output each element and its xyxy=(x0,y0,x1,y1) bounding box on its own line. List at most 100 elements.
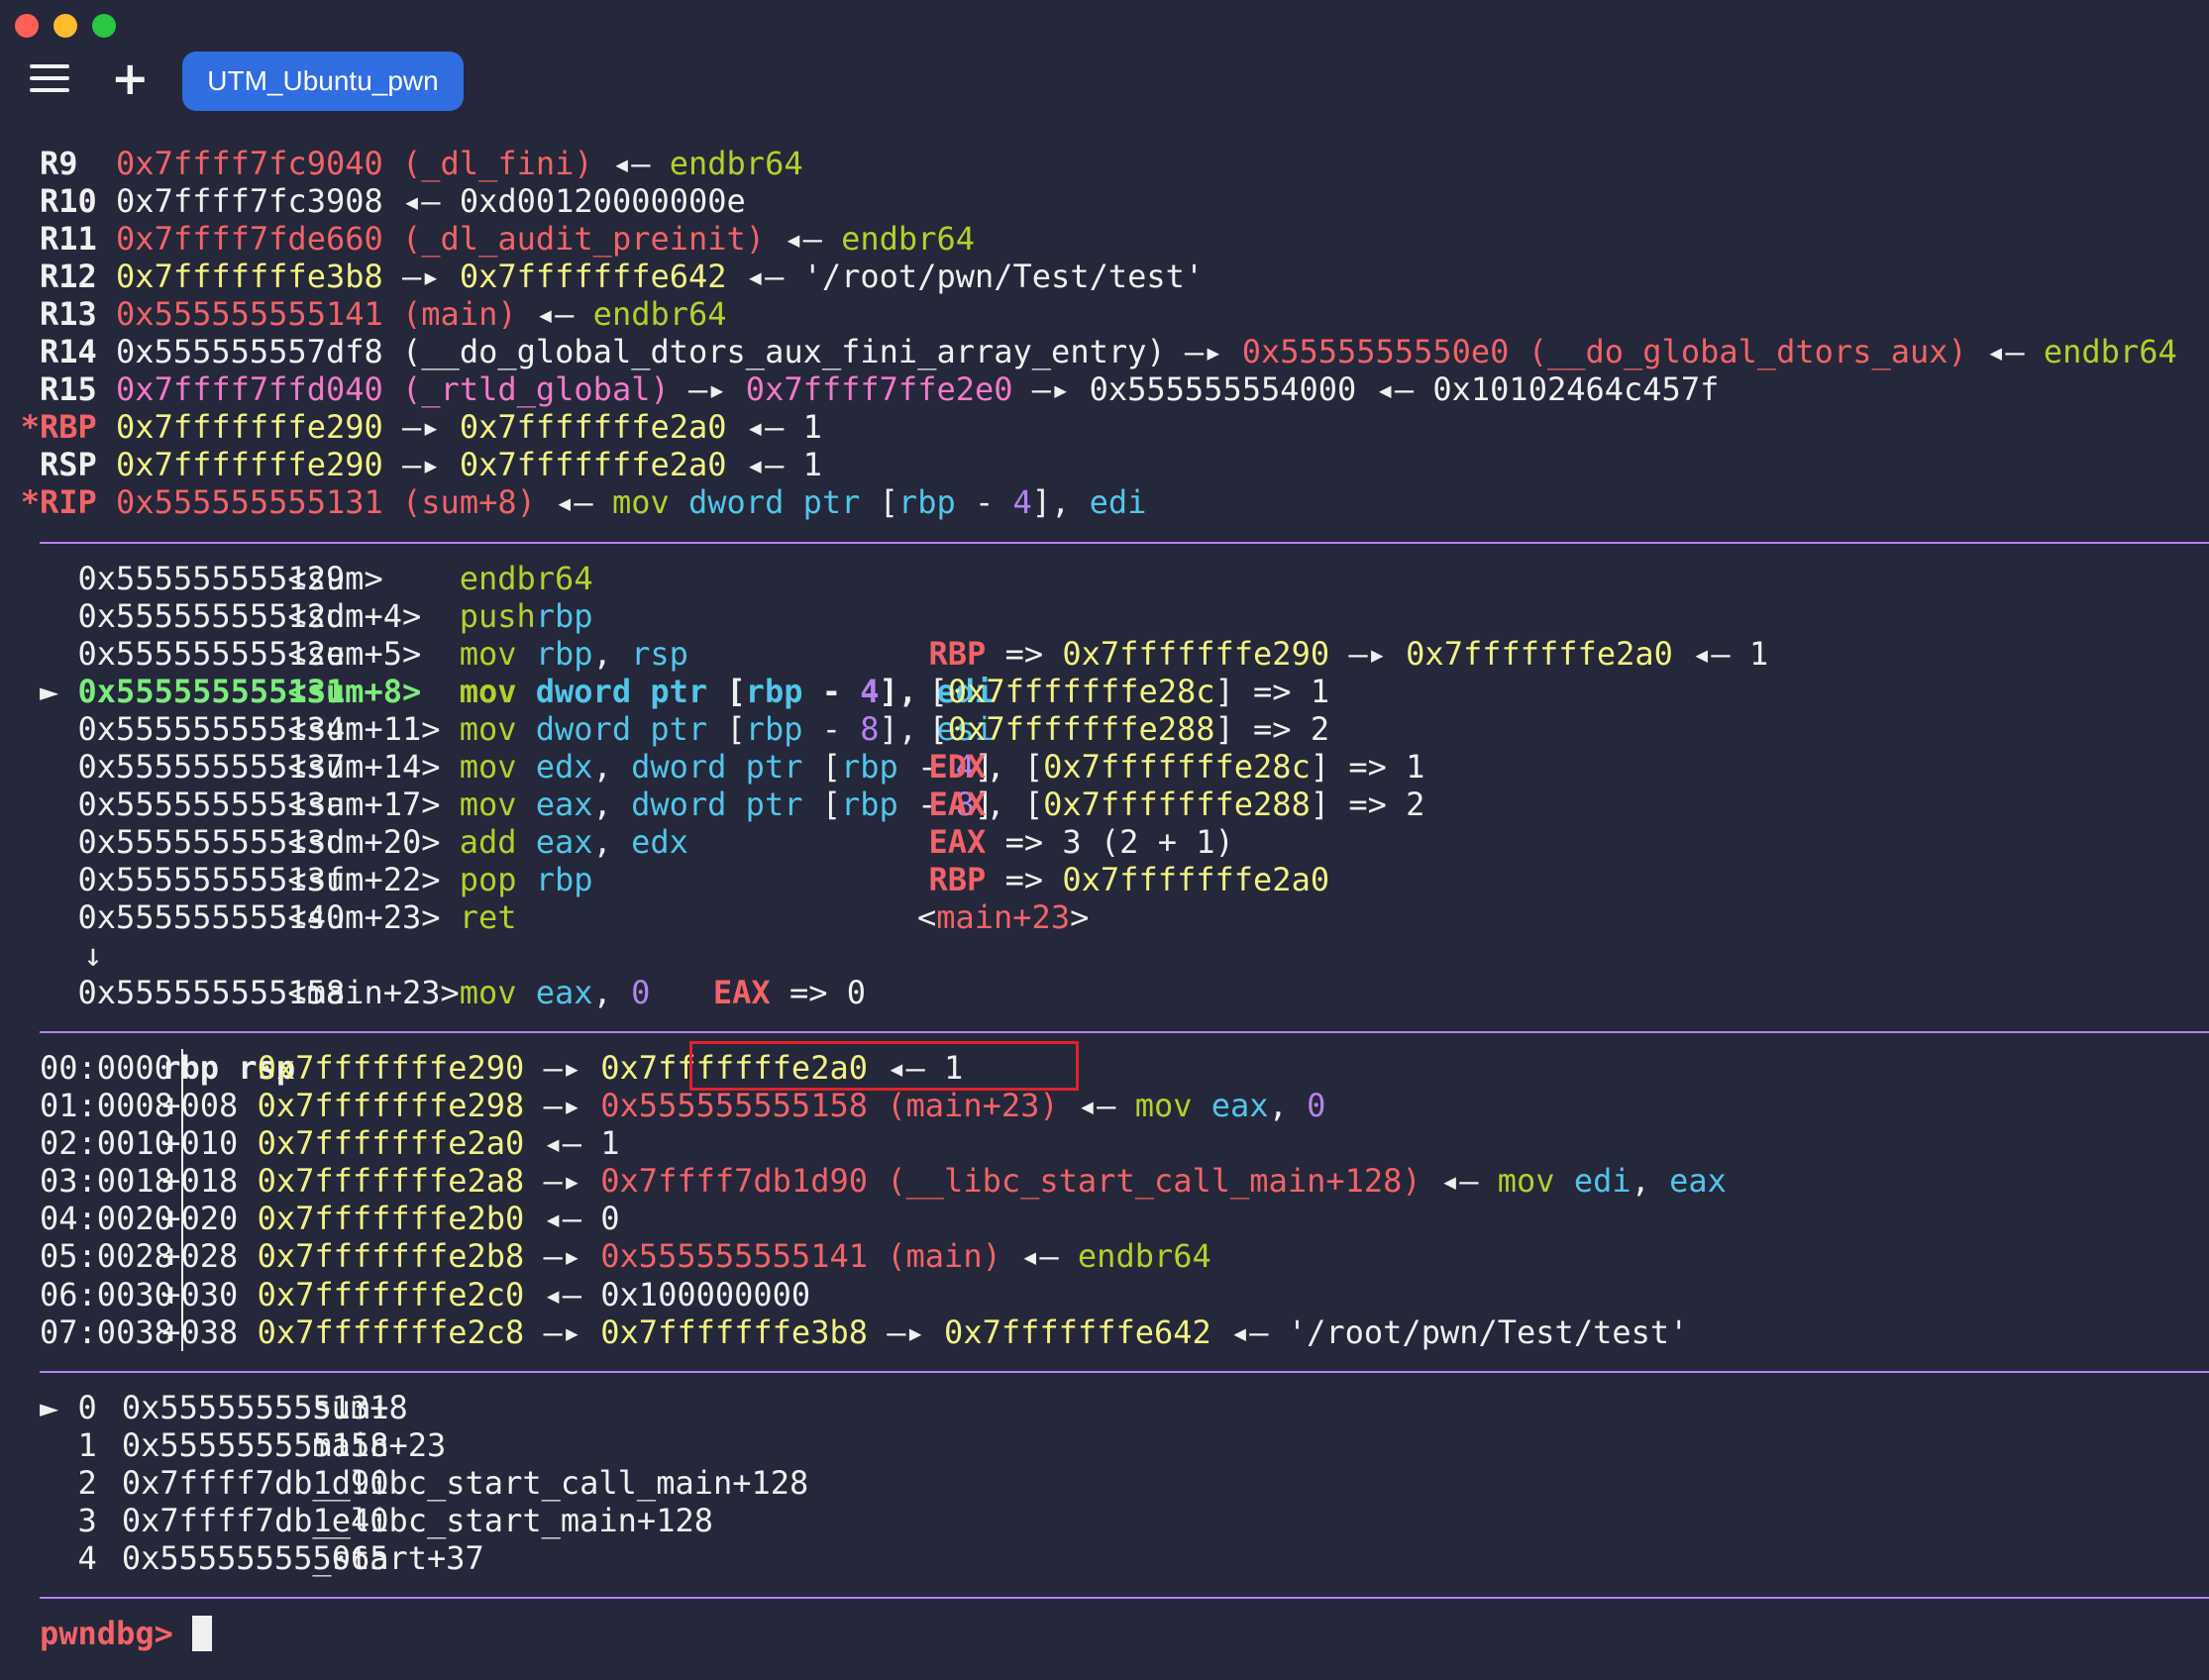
register-value: 0x555555555141 (main) ◂— endbr64 xyxy=(116,295,727,334)
emulation-annotation: RBP => 0x7fffffffe290 —▸ 0x7fffffffe2a0 … xyxy=(928,634,1769,673)
new-tab-plus-icon[interactable]: + xyxy=(111,52,150,105)
instruction-symbol: <sum+5> xyxy=(287,634,422,673)
instruction-address: 0x55555555513a xyxy=(77,785,346,823)
register-name: RSP xyxy=(40,446,97,484)
instruction-operands: rbp xyxy=(535,596,593,635)
stack-offset: +020 xyxy=(161,1200,239,1238)
stack-index: 04:0020 xyxy=(40,1200,173,1238)
frame-number: 3 xyxy=(77,1501,97,1539)
instruction-mnemonic: add xyxy=(459,822,517,861)
stack-value: ◂— 1 xyxy=(524,1124,620,1163)
instruction-mnemonic: mov xyxy=(459,634,517,673)
tab-utm-ubuntu-pwn[interactable]: UTM_Ubuntu_pwn xyxy=(182,52,464,111)
instruction-operands: rbp xyxy=(535,860,593,898)
stack-value: —▸ 0x7ffff7db1d90 (__libc_start_call_mai… xyxy=(524,1162,1727,1201)
stack-index: 02:0010 xyxy=(40,1124,173,1163)
register-value: 0x7ffff7fc9040 (_dl_fini) ◂— endbr64 xyxy=(116,145,803,182)
instruction-address: 0x555555555140 xyxy=(77,898,346,936)
instruction-operands: rbp, rsp xyxy=(535,634,688,673)
stack-index: 03:0018 xyxy=(40,1162,173,1201)
frame-number: 0 xyxy=(77,1388,97,1426)
zoom-window-button[interactable] xyxy=(92,14,116,38)
register-name: R9 xyxy=(40,145,78,182)
emulation-annotation: [0x7fffffffe28c] => 1 xyxy=(928,672,1330,710)
instruction-operands: eax, 0 xyxy=(535,974,651,1012)
instruction-operands: edx, dword ptr [rbp - 4] xyxy=(535,747,995,786)
instruction-address: 0x55555555512d xyxy=(77,596,346,635)
stack-address: 0x7fffffffe2c0 xyxy=(257,1275,525,1313)
stack-address: 0x7fffffffe2a8 xyxy=(257,1162,525,1201)
instruction-address: 0x55555555513d xyxy=(77,822,346,861)
instruction-address: 0x555555555131 xyxy=(77,672,346,710)
frame-address: 0x555555555158 xyxy=(121,1425,389,1464)
instruction-mnemonic: mov xyxy=(459,709,517,748)
stack-address: 0x7fffffffe298 xyxy=(257,1087,525,1125)
instruction-symbol: <sum+11> xyxy=(287,709,441,748)
register-value: 0x7ffff7fc3908 ◂— 0xd00120000000e xyxy=(116,182,746,221)
register-value: 0x7ffff7ffd040 (_rtld_global) —▸ 0x7ffff… xyxy=(116,370,1720,409)
instruction-symbol: <sum+17> xyxy=(287,785,441,823)
stack-column-divider xyxy=(181,1049,183,1351)
frame-address: 0x555555555131 xyxy=(121,1388,389,1426)
frame-symbol: __libc_start_call_main+128 xyxy=(312,1463,809,1502)
frame-number: 4 xyxy=(77,1538,97,1577)
stack-address: 0x7fffffffe2b8 xyxy=(257,1237,525,1276)
instruction-address: 0x55555555512e xyxy=(77,634,346,673)
emulation-annotation: EDX, [0x7fffffffe28c] => 1 xyxy=(928,747,1425,786)
register-value: 0x7ffff7fde660 (_dl_audit_preinit) ◂— en… xyxy=(116,220,975,259)
register-value: 0x7fffffffe290 —▸ 0x7fffffffe2a0 ◂— 1 xyxy=(116,446,822,484)
disasm-section-rule xyxy=(40,541,2209,544)
emulation-annotation: [0x7fffffffe288] => 2 xyxy=(928,709,1330,748)
minimize-window-button[interactable] xyxy=(53,14,77,38)
register-value: 0x555555555131 (sum+8) ◂— mov dword ptr … xyxy=(116,483,1147,522)
instruction-symbol: <sum+8> xyxy=(287,672,422,710)
instruction-operands: dword ptr [rbp - 4], edi xyxy=(535,672,995,710)
emulation-annotation: EAX, [0x7fffffffe288] => 2 xyxy=(928,785,1425,823)
stack-index: 07:0038 xyxy=(40,1312,173,1351)
register-name: R15 xyxy=(40,370,97,409)
frame-address: 0x7ffff7db1d90 xyxy=(121,1463,389,1502)
backtrace-section-rule xyxy=(40,1370,2209,1373)
register-name: R10 xyxy=(40,182,97,221)
stack-offset: +010 xyxy=(161,1124,239,1163)
instruction-mnemonic: endbr64 xyxy=(459,559,593,597)
instruction-operands: dword ptr [rbp - 8], esi xyxy=(535,709,995,748)
stack-value: —▸ 0x7fffffffe3b8 —▸ 0x7fffffffe642 ◂— '… xyxy=(524,1312,1689,1351)
emulation-annotation: RBP => 0x7fffffffe2a0 xyxy=(928,860,1330,898)
frame-number: 1 xyxy=(77,1425,97,1464)
stack-offset: +028 xyxy=(161,1237,239,1276)
instruction-mnemonic: push xyxy=(459,596,536,635)
instruction-symbol: <sum+4> xyxy=(287,596,422,635)
instruction-address: 0x555555555129 xyxy=(77,559,346,597)
stack-offset: +030 xyxy=(161,1275,239,1313)
instruction-mnemonic: ret xyxy=(459,898,517,936)
frame-symbol: __libc_start_main+128 xyxy=(312,1501,713,1539)
down-arrow-icon: ↓ xyxy=(83,936,103,975)
register-value: 0x7fffffffe290 —▸ 0x7fffffffe2a0 ◂— 1 xyxy=(116,408,822,447)
stack-value: ◂— 0x100000000 xyxy=(524,1275,811,1313)
frame-symbol: _start+37 xyxy=(312,1538,484,1577)
instruction-mnemonic: mov xyxy=(459,974,517,1012)
register-name: *RIP xyxy=(20,483,97,522)
text-cursor xyxy=(192,1616,212,1651)
register-name: *RBP xyxy=(20,408,97,447)
frame-address: 0x555555555065 xyxy=(121,1538,389,1577)
stack-offset: rbp rsp xyxy=(161,1049,296,1088)
stack-offset: +038 xyxy=(161,1312,239,1351)
stack-value: —▸ 0x555555555158 (main+23) ◂— mov eax, … xyxy=(524,1087,1326,1125)
register-name: R12 xyxy=(40,258,97,296)
register-value: 0x7fffffffe3b8 —▸ 0x7fffffffe642 ◂— '/ro… xyxy=(116,258,1205,296)
instruction-address: 0x55555555513f xyxy=(77,860,346,898)
hamburger-menu-icon[interactable] xyxy=(30,64,69,94)
instruction-operands: eax, edx xyxy=(535,822,688,861)
stack-section-rule xyxy=(40,1031,2209,1034)
instruction-address: 0x555555555158 xyxy=(77,974,346,1012)
stack-address: 0x7fffffffe290 xyxy=(257,1049,525,1088)
close-window-button[interactable] xyxy=(15,14,39,38)
instruction-address: 0x555555555134 xyxy=(77,709,346,748)
register-name: R11 xyxy=(40,220,97,259)
stack-offset: +008 xyxy=(161,1087,239,1125)
instruction-operands: eax, dword ptr [rbp - 8] xyxy=(535,785,995,823)
